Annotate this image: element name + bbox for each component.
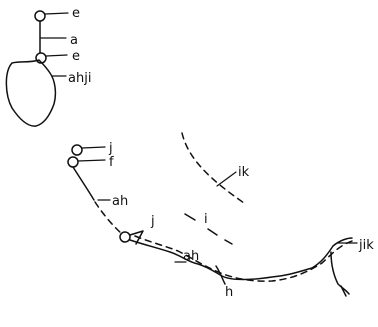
label-e-mid: e bbox=[72, 49, 80, 64]
lower-cluster: j i ah h jik bbox=[119, 212, 374, 300]
leader-ik bbox=[216, 171, 237, 187]
node-j bbox=[71, 144, 83, 156]
j-hook bbox=[129, 230, 144, 245]
middle-cluster: j f ah bbox=[67, 141, 128, 235]
label-ah-lower: ah bbox=[183, 249, 199, 264]
main-wavy-line bbox=[129, 237, 353, 281]
i-dash-1 bbox=[184, 213, 196, 221]
node-top bbox=[34, 10, 46, 22]
right-hook-tail bbox=[340, 285, 347, 297]
upper-cluster: e a e ahji bbox=[5, 6, 91, 127]
dashed-descending-line bbox=[94, 201, 123, 235]
outline-shape bbox=[5, 59, 57, 127]
label-ik: ik bbox=[238, 165, 250, 180]
solid-descending-line bbox=[72, 166, 95, 201]
label-f: f bbox=[109, 155, 114, 170]
i-dash-3 bbox=[224, 239, 233, 245]
label-i: i bbox=[204, 212, 208, 227]
right-hook bbox=[330, 251, 350, 295]
label-j-upper: j bbox=[108, 141, 113, 156]
node-lower bbox=[119, 231, 131, 243]
ik-arc-group: ik bbox=[181, 132, 250, 204]
leader-f bbox=[77, 159, 106, 162]
label-h: h bbox=[225, 285, 233, 300]
ik-arc bbox=[181, 132, 245, 204]
label-e-top: e bbox=[72, 6, 80, 21]
dashed-wavy-line bbox=[134, 235, 353, 282]
i-dash-2 bbox=[207, 228, 218, 236]
label-ahji: ahji bbox=[68, 71, 91, 86]
node-f bbox=[67, 156, 79, 168]
label-jik: jik bbox=[358, 238, 374, 253]
leader-e-top bbox=[44, 12, 69, 15]
leader-e-mid bbox=[45, 54, 68, 57]
label-ah-upper: ah bbox=[112, 194, 128, 209]
label-j-lower: j bbox=[150, 214, 155, 229]
leader-j-upper bbox=[81, 146, 106, 149]
label-a: a bbox=[70, 33, 78, 48]
h-branch bbox=[215, 265, 226, 285]
